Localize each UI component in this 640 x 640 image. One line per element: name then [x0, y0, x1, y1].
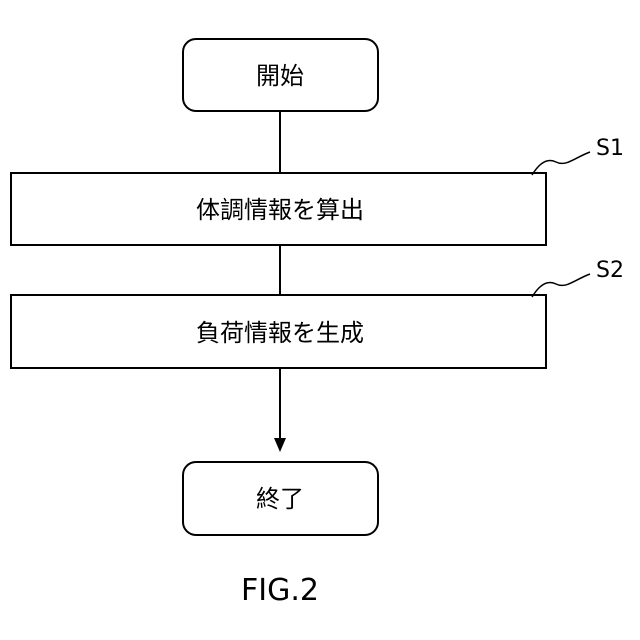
step-s2-id: S2	[596, 258, 624, 283]
process-step-s2: 負荷情報を生成	[11, 295, 546, 368]
step-s1-id: S1	[596, 136, 624, 161]
step-s2-label: 負荷情報を生成	[196, 319, 364, 347]
end-label: 終了	[256, 485, 304, 513]
s2-leader-line	[532, 274, 590, 297]
start-node: 開始	[183, 39, 378, 111]
step-s1-label: 体調情報を算出	[196, 196, 364, 224]
figure-caption: FIG.2	[241, 573, 319, 608]
process-step-s1: 体調情報を算出	[11, 173, 546, 245]
arrowhead-to-end	[274, 438, 286, 452]
end-node: 終了	[183, 462, 378, 535]
s1-leader-line	[532, 152, 590, 175]
start-label: 開始	[256, 62, 304, 90]
